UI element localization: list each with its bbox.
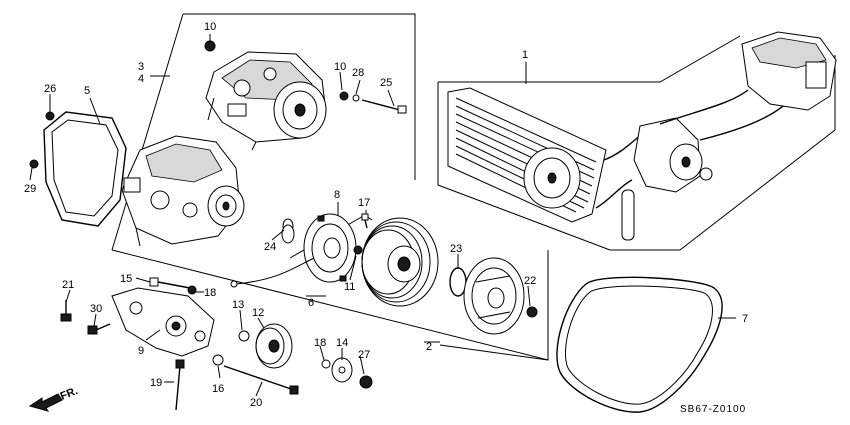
callout-labels: 1 2 3 4 5 6 7 8 9 10 10 11 12 13 14 15 1… [24,21,748,409]
condenser-assembly [447,31,837,241]
callout-12: 12 [252,307,264,319]
idler-bracket [111,287,215,357]
callout-3: 3 [138,61,144,73]
callout-16: 16 [212,383,224,395]
callout-26: 26 [44,83,56,95]
gasket-plate [43,111,127,227]
clutch-stator [230,213,373,288]
snap-ring [449,267,467,297]
hardware-lower [60,213,373,411]
callout-25: 25 [380,77,392,89]
callout-11: 11 [344,281,355,293]
v-belt [556,276,723,413]
front-direction-label: FR. [59,385,80,403]
callout-14: 14 [336,337,348,349]
clutch-pulley [361,217,439,307]
compressor-lower [121,135,245,247]
callout-28: 28 [352,67,364,79]
callout-15: 15 [120,273,132,285]
callout-10-upper: 10 [204,21,216,33]
callout-19: 19 [150,377,162,389]
callout-4: 4 [138,73,144,85]
callout-13: 13 [232,299,244,311]
callout-29: 29 [24,183,36,195]
callout-24: 24 [264,241,276,253]
idler-pulley [255,323,293,369]
callout-8: 8 [334,189,340,201]
callout-18-upper: 18 [204,287,216,299]
callout-1: 1 [522,49,528,61]
callout-22: 22 [524,275,536,287]
diagram-code: SB67-Z0100 [680,404,746,415]
callout-2: 2 [426,341,432,353]
compressor-upper [205,51,327,151]
callout-27: 27 [358,349,370,361]
callout-30: 30 [90,303,102,315]
hardware-upper [29,40,407,169]
callout-23: 23 [450,243,462,255]
front-direction-arrow-icon [28,393,63,412]
callout-9: 9 [138,345,144,357]
group-frame-condenser [437,35,836,251]
callout-5: 5 [84,85,90,97]
callout-6: 6 [308,297,314,309]
callout-20: 20 [250,397,262,409]
callout-7: 7 [742,313,748,325]
callout-21: 21 [62,279,74,291]
callout-17: 17 [358,197,370,209]
leader-lines [29,34,736,397]
callout-18-lower: 18 [314,337,326,349]
armature-plate [463,257,538,335]
callout-10-right: 10 [334,61,346,73]
